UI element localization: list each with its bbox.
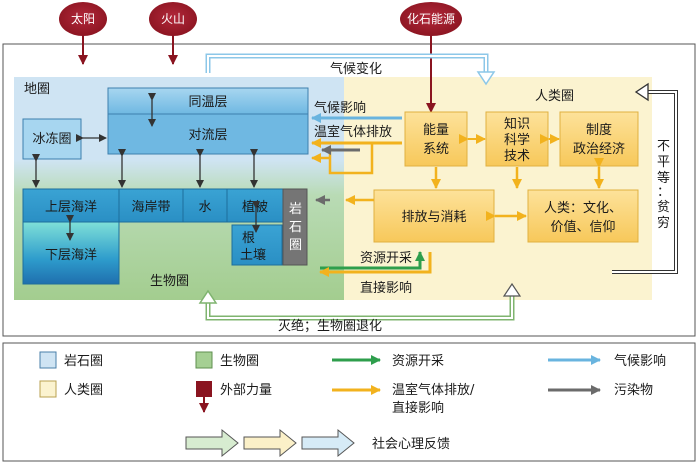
vegetation-label: 植被 (242, 200, 268, 215)
fossil-energy-node (400, 2, 462, 36)
resource-extraction-arrow (320, 251, 425, 270)
knowledge-line-1: 知识 (504, 116, 530, 132)
svg-text:贫: 贫 (657, 199, 670, 215)
institutions-box (559, 111, 639, 167)
institutions-line-2: 政治经济 (573, 142, 625, 157)
cryosphere-box (22, 118, 82, 160)
volcano-node (149, 2, 197, 36)
knowledge-line-2: 科学 (504, 132, 530, 148)
climate-impact-label: 气候影响 (314, 100, 366, 116)
legend-biosphere-swatch (195, 351, 213, 369)
culture-box (527, 189, 639, 243)
lithosphere-char-2: 石 (289, 220, 302, 235)
svg-text:：: ： (657, 185, 670, 200)
legend-external-swatch (196, 381, 212, 397)
inequality-label: 不 平 等 ： 贫 穷 (657, 139, 670, 231)
climate-change-label: 气候变化 (330, 61, 382, 77)
legend-lithosphere-swatch (39, 351, 57, 369)
troposphere-label: 对流层 (188, 128, 227, 143)
fossil-energy-label: 化石能源 (407, 12, 455, 26)
knowledge-line-3: 技术 (504, 149, 530, 164)
water-label: 水 (198, 200, 211, 215)
legend-ghg-label-2: 直接影响 (392, 400, 444, 416)
energy-system-line-2: 系统 (423, 142, 449, 157)
stratosphere-box (107, 87, 309, 115)
svg-text:穷: 穷 (657, 215, 670, 231)
resource-extraction-label: 资源开采 (360, 251, 412, 266)
energy-system-line-1: 能量 (423, 123, 449, 138)
extinction-label: 灭绝；生物圈退化 (278, 318, 382, 334)
human-sphere-label: 人类圈 (535, 89, 574, 104)
geosphere-label: 地圈 (24, 82, 50, 97)
institutions-line-1: 制度 (586, 122, 612, 138)
volcano-label: 火山 (161, 12, 185, 26)
legend-social-feedback-label: 社会心理反馈 (372, 436, 450, 452)
legend-resource-label: 资源开采 (392, 354, 444, 369)
coastal-zone-label: 海岸带 (131, 200, 170, 215)
legend-climate-label: 气候影响 (614, 353, 666, 369)
legend-ghg-label-1: 温室气体排放/ (392, 382, 475, 398)
ghg-emission-label: 温室气体排放 (314, 124, 392, 140)
legend-pollutant-label: 污染物 (614, 383, 653, 398)
legend-biosphere-label: 生物圈 (220, 354, 259, 369)
svg-text:平: 平 (657, 155, 670, 170)
lithosphere-char-1: 岩 (289, 202, 302, 217)
troposphere-box (107, 113, 309, 155)
sun-node (59, 2, 107, 36)
culture-line-2: 价值、信仰 (550, 219, 615, 235)
legend-lithosphere-label: 岩石圈 (64, 354, 103, 369)
emission-label: 排放与消耗 (401, 210, 466, 225)
legend-human-label: 人类圈 (64, 383, 103, 398)
stratosphere-label: 同温层 (188, 95, 227, 110)
root-label: 根 (242, 231, 255, 246)
energy-system-box (404, 111, 468, 167)
direct-impact-label: 直接影响 (360, 280, 412, 296)
coastal-zone-box (118, 188, 184, 223)
knowledge-box (485, 111, 549, 167)
legend-external-label: 外部力量 (220, 383, 272, 398)
lithosphere-char-3: 圈 (289, 238, 302, 253)
svg-text:等: 等 (657, 170, 670, 186)
cryosphere-label: 冰冻圈 (32, 131, 71, 147)
direct-impact-arrow (319, 252, 432, 277)
legend-social-feedback-arrows (185, 428, 355, 458)
lower-ocean-label: 下层海洋 (45, 248, 97, 263)
lithosphere-box (282, 188, 308, 266)
emission-box (373, 189, 495, 243)
soil-label: 土壤 (240, 247, 266, 263)
svg-text:不: 不 (657, 139, 670, 154)
sun-label: 太阳 (71, 11, 95, 26)
upper-ocean-label: 上层海洋 (45, 200, 97, 215)
culture-line-1: 人类：文化、 (544, 201, 622, 216)
water-box (182, 188, 228, 223)
legend-human-swatch (39, 380, 57, 398)
biosphere-label: 生物圈 (150, 274, 189, 289)
